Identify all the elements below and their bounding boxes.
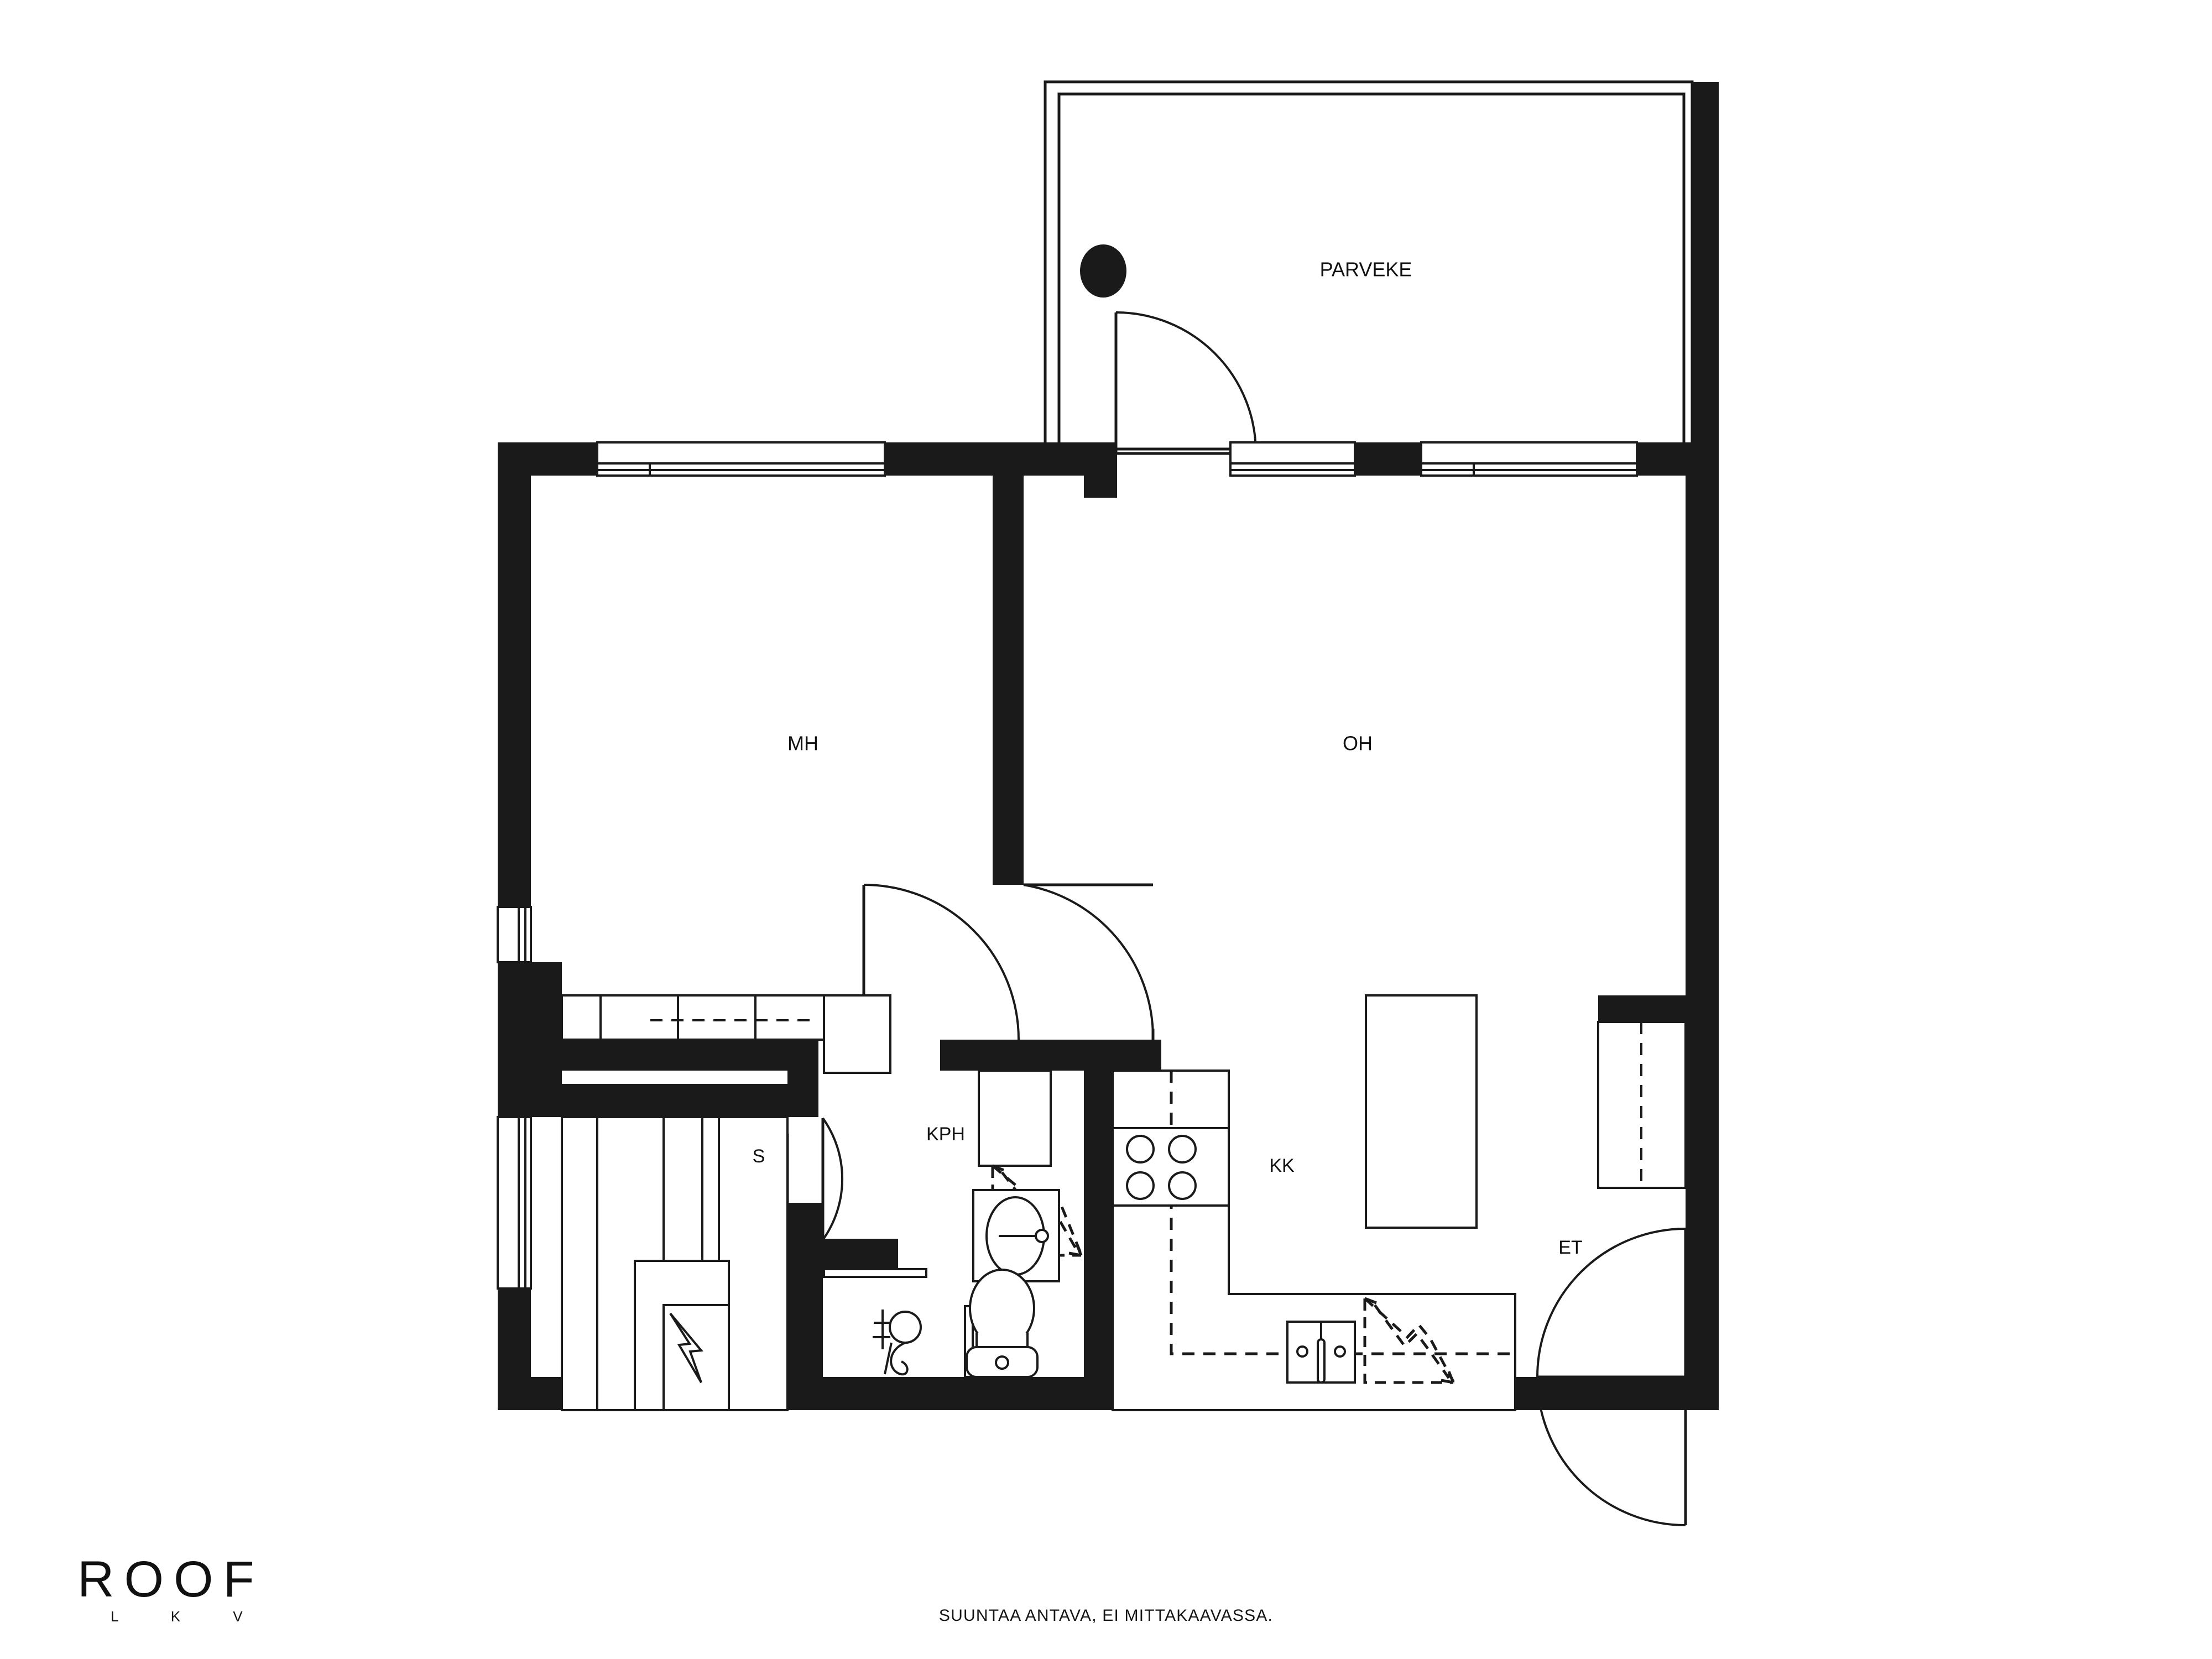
balcony-right-wall — [1692, 82, 1719, 453]
washer-cabinet — [978, 1070, 1052, 1167]
window-mh-top — [596, 441, 886, 477]
sauna-door-swing — [822, 1117, 843, 1241]
sauna-interior — [561, 1116, 789, 1411]
dishwasher-icon — [1363, 1297, 1455, 1384]
wall-sauna-top — [531, 1084, 818, 1117]
entry-door-swing-in — [1536, 1228, 1686, 1378]
top-wall-right — [1637, 442, 1686, 476]
washer-arrow-1 — [991, 1164, 1004, 1178]
towel-rail-icon — [823, 1268, 927, 1278]
windows-group — [497, 441, 1638, 1290]
toilet-icon — [966, 1269, 1039, 1378]
balcony-door-swing — [1115, 311, 1257, 453]
wall-mh-oh — [993, 476, 1024, 885]
wall-et-closet-top — [1598, 995, 1686, 1022]
sauna-stove-icon — [662, 1304, 730, 1411]
window-oh-top-b — [1420, 441, 1638, 477]
window-oh-top-a — [1229, 441, 1356, 477]
dishwasher-arrow-2 — [1441, 1371, 1455, 1384]
logo-wordmark: ROOF — [77, 1551, 264, 1608]
room-label-s: S — [753, 1146, 765, 1167]
top-wall-pier-mh-oh — [885, 442, 1117, 476]
bottom-exterior-wall-right — [1537, 1377, 1686, 1410]
floor-drain-icon — [873, 1310, 922, 1376]
window-mh-left — [497, 906, 532, 963]
wardrobe-icon — [561, 994, 1687, 1189]
room-label-mh: MH — [787, 732, 818, 755]
room-label-kk: KK — [1269, 1155, 1295, 1176]
left-exterior-wall-upper — [498, 442, 531, 907]
washbasin-icon — [972, 1189, 1060, 1282]
top-wall-stub — [1084, 442, 1117, 498]
column-icon — [1080, 244, 1126, 298]
wall-closet-top — [562, 1040, 717, 1071]
stove-4-burner-icon — [1112, 1127, 1230, 1207]
room-labels: PARVEKE MH OH KPH S KK ET — [753, 258, 1583, 1258]
kitchen-sink-icon — [1286, 1321, 1356, 1384]
right-exterior-wall — [1686, 442, 1719, 1410]
left-exterior-wall-middle — [498, 962, 531, 1117]
hall-door-swing — [1023, 884, 1155, 1039]
room-label-et: ET — [1558, 1237, 1582, 1258]
top-wall-pier-oh — [1355, 442, 1421, 476]
wall-sauna-right-stub — [787, 1239, 898, 1270]
washer-arrow-2 — [1068, 1244, 1083, 1257]
scale-disclaimer: SUUNTAA ANTAVA, EI MITTAKAAVASSA. — [938, 1606, 1274, 1625]
wall-kph-top-left — [940, 1040, 979, 1071]
left-exterior-wall-lower — [498, 1288, 531, 1410]
doors-group — [786, 883, 1687, 1526]
room-label-parveke: PARVEKE — [1320, 258, 1412, 281]
bedroom-door-swing — [863, 884, 1020, 1040]
interior-walls — [531, 476, 1686, 1410]
room-label-oh: OH — [1343, 732, 1373, 755]
wall-kph-top — [979, 1040, 1161, 1071]
logo-subtitle: L K V — [111, 1608, 267, 1625]
kitchen-fixtures — [1112, 994, 1516, 1411]
bathroom-fixtures — [823, 1070, 1083, 1378]
wall-sauna-right — [787, 1203, 823, 1410]
wall-closet-bottom — [713, 1040, 818, 1071]
dining-table-icon — [1365, 994, 1478, 1229]
dishwasher-arrow-1 — [1363, 1297, 1377, 1311]
room-label-kph: KPH — [926, 1124, 965, 1145]
wall-kph-kk — [1084, 1040, 1113, 1410]
entry-door-swing-out — [1536, 1376, 1686, 1526]
company-logo: ROOF L K V — [77, 1554, 310, 1642]
window-sauna-left — [497, 1116, 532, 1290]
